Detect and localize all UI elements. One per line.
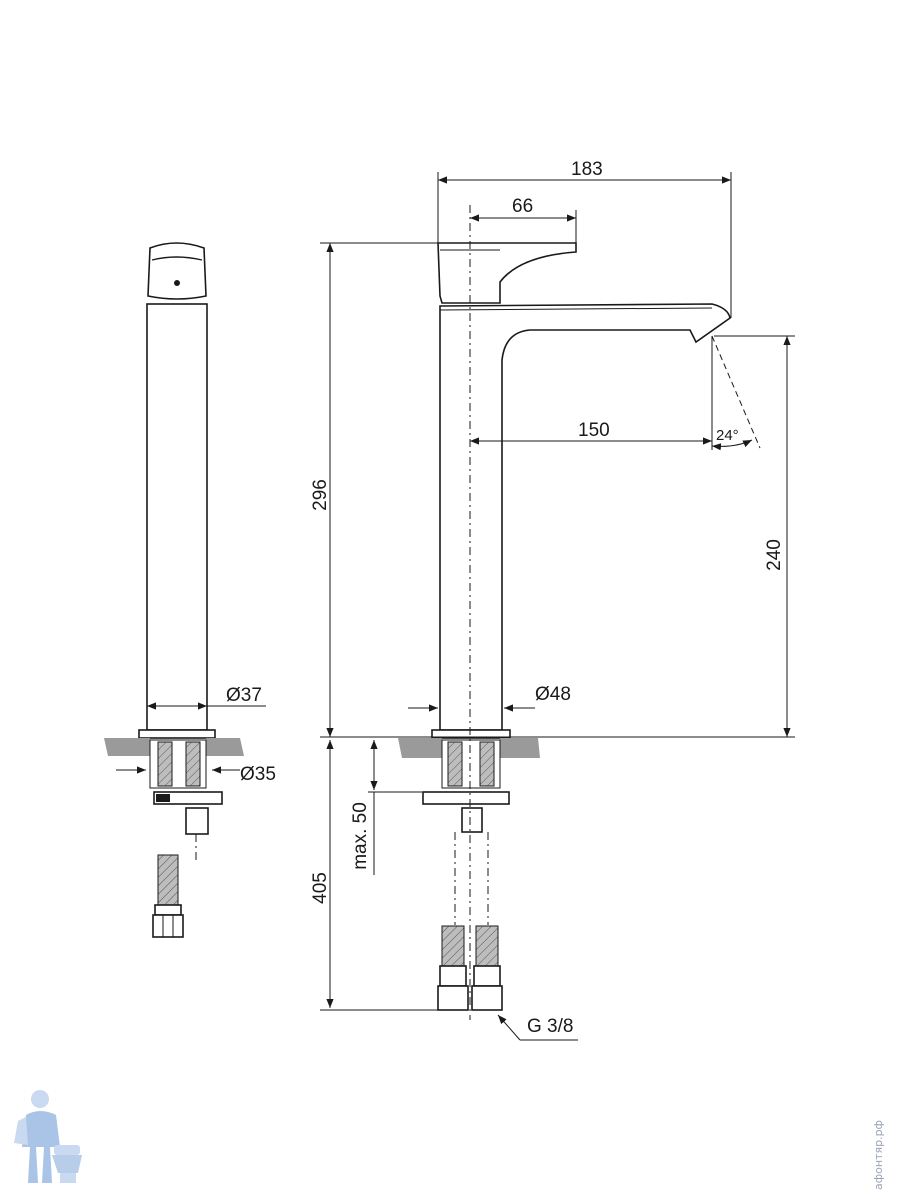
dim-66-label: 66 — [512, 196, 533, 217]
diameter-37-label: Ø37 — [226, 685, 262, 706]
dim-405-label: 405 — [310, 872, 331, 904]
diameter-35-label: Ø35 — [240, 764, 276, 785]
side-view: Ø37 Ø35 — [104, 242, 276, 938]
diameter-48-label: Ø48 — [535, 684, 571, 705]
front-view: 183 66 150 24° 296 240 Ø48 max. 50 — [310, 159, 795, 1041]
thread-label: G 3/8 — [527, 1016, 573, 1037]
plumber-logo — [14, 1090, 82, 1183]
angle-24-label: 24° — [716, 427, 739, 444]
dim-150-label: 150 — [578, 420, 610, 441]
dim-183-label: 183 — [571, 159, 603, 180]
max-50-label: max. 50 — [350, 802, 371, 870]
dim-296-label: 296 — [310, 479, 331, 511]
dim-240-label: 240 — [764, 539, 785, 571]
watermark-text: афонтяр.рф — [872, 1120, 885, 1190]
